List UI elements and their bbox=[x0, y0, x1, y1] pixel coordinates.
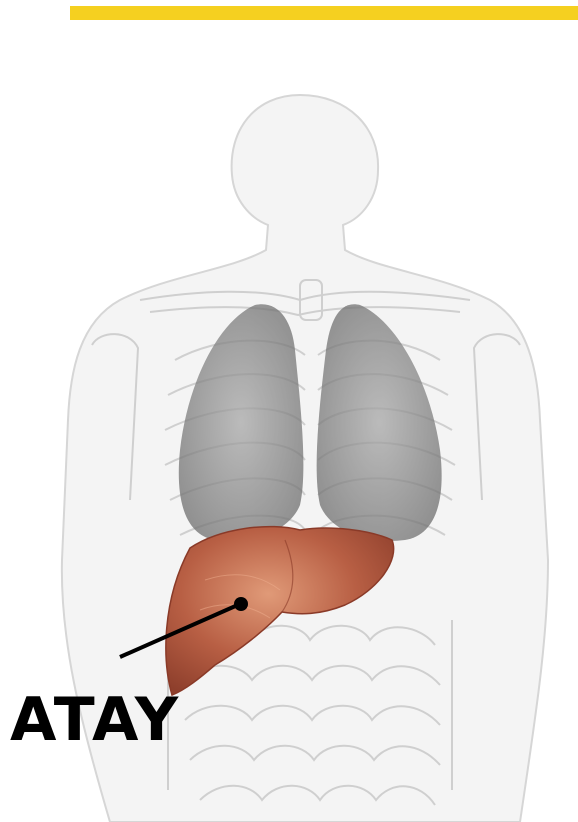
organ-label: ATAY bbox=[10, 690, 180, 750]
